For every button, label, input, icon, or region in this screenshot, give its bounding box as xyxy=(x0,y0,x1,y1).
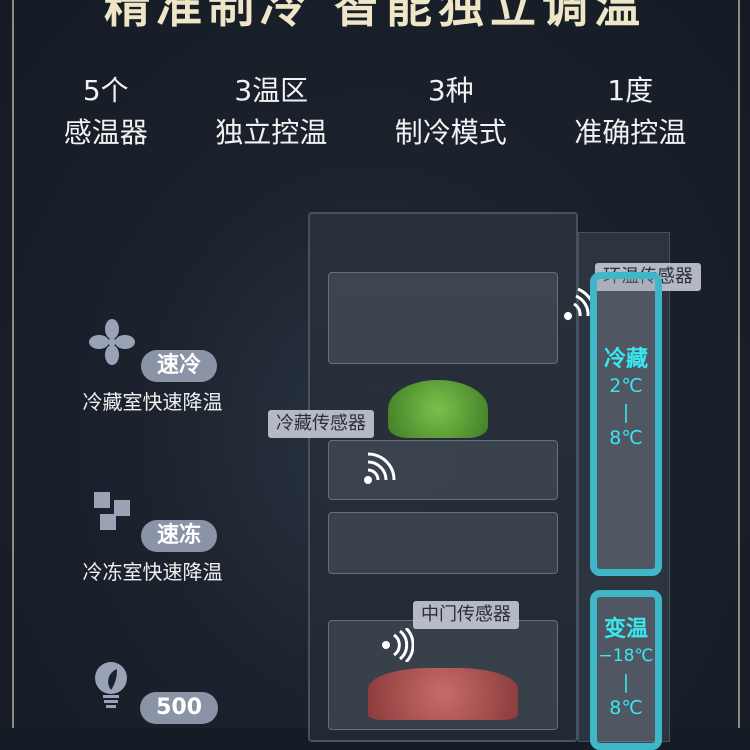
fridge-sensor-signal-icon xyxy=(364,452,396,484)
stat-modes: 3种制冷模式 xyxy=(395,70,507,154)
fridge-drawer xyxy=(328,512,558,574)
feature-label: 速冷 xyxy=(141,350,218,382)
zone-min: −18℃ xyxy=(598,646,654,666)
zone-refrigerator: 冷藏 2℃ | 8℃ xyxy=(590,272,662,576)
stat-label: 制冷模式 xyxy=(394,116,507,149)
feature-fast-freeze: 速冻 冷冻室快速降温 xyxy=(65,488,240,585)
zone-variable: 变温 −18℃ | 8℃ xyxy=(590,590,662,750)
stats-row: 5个感温器 3温区独立控温 3种制冷模式 1度准确控温 xyxy=(30,70,720,154)
eco-bulb-icon xyxy=(94,662,127,708)
stat-value: 1度 xyxy=(607,74,654,107)
meat-image xyxy=(368,668,518,720)
feature-desc: 冷冻室快速降温 xyxy=(82,560,223,584)
stat-sensors: 5个感温器 xyxy=(64,70,148,154)
fan-icon xyxy=(88,319,135,365)
zone-name: 冷藏 xyxy=(603,347,648,372)
fridge-shelf xyxy=(328,440,558,500)
zone-min: 2℃ xyxy=(609,375,643,397)
fridge-sensor-tag: 冷藏传感器 xyxy=(268,410,374,438)
zone-max: 8℃ xyxy=(609,697,643,719)
feature-label: 速冻 xyxy=(141,520,218,552)
middle-sensor-tag: 中门传感器 xyxy=(413,601,519,629)
stat-value: 3温区 xyxy=(234,74,309,107)
stat-label: 感温器 xyxy=(63,116,148,149)
fridge-shelf xyxy=(328,272,558,364)
stat-value: 3种 xyxy=(427,74,474,107)
stat-zones: 3温区独立控温 xyxy=(215,70,327,154)
zone-max: 8℃ xyxy=(609,427,643,449)
feature-label: 500 xyxy=(140,692,219,724)
frame-left xyxy=(12,0,14,728)
stat-value: 5个 xyxy=(82,74,129,107)
feature-eco: 500 xyxy=(65,660,240,724)
zone-sep: | xyxy=(622,671,630,693)
middle-sensor-signal-icon xyxy=(382,628,414,662)
ice-cubes-icon xyxy=(93,492,130,530)
feature-fast-cool: 速冷 冷藏室快速降温 xyxy=(65,318,240,415)
frame-right xyxy=(738,0,740,728)
zone-sep: | xyxy=(622,401,630,423)
vegetables-image xyxy=(388,380,488,438)
stat-label: 准确控温 xyxy=(574,116,687,149)
zone-name: 变温 xyxy=(603,617,648,642)
feature-desc: 冷藏室快速降温 xyxy=(82,390,223,414)
headline: 精准制冷 智能独立调温 xyxy=(103,0,646,33)
stat-label: 独立控温 xyxy=(215,116,328,149)
fridge-illustration xyxy=(308,212,578,742)
stat-precision: 1度准确控温 xyxy=(574,70,686,154)
